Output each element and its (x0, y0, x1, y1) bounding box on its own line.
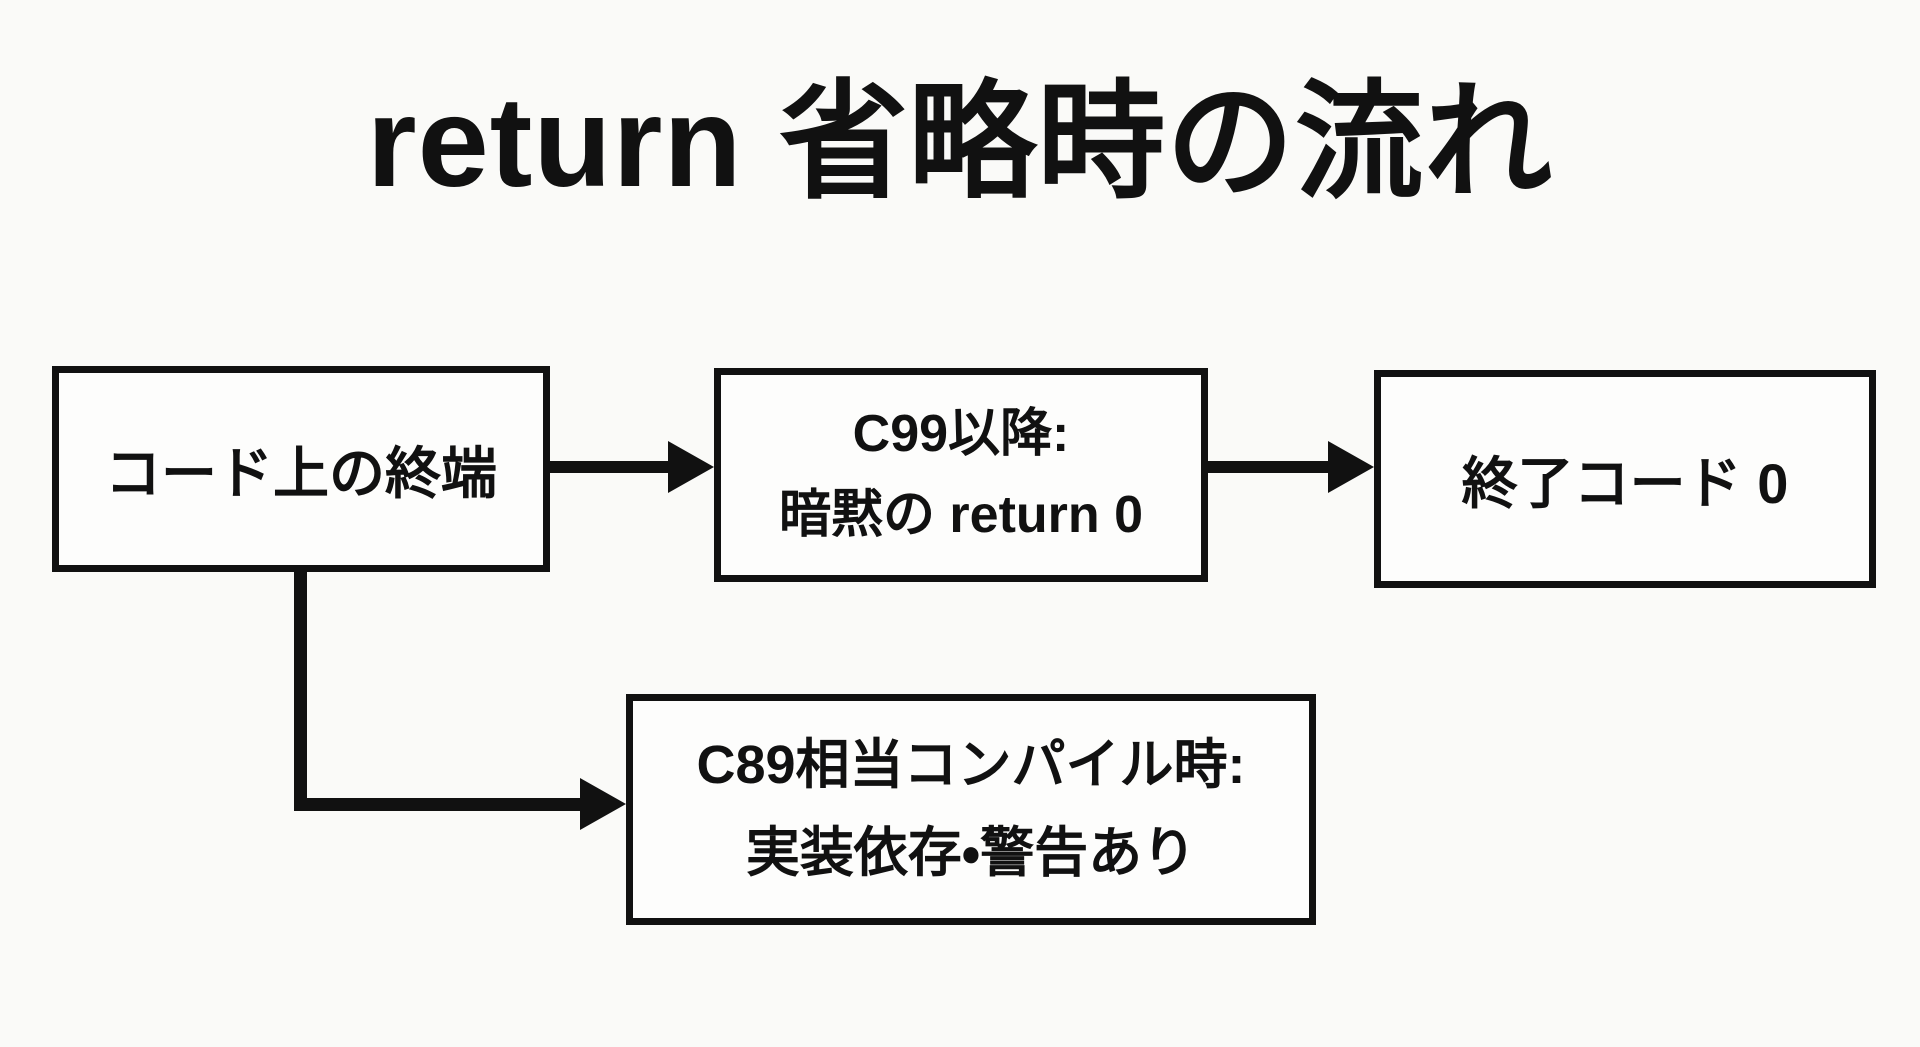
flow-node-label-line1: C89相当コンパイル時: (696, 735, 1246, 796)
flow-node-label: 終了コード 0 (1461, 451, 1789, 515)
flow-node-label-line2: 実装依存・警告あり (745, 822, 1197, 883)
arrow-head-icon (668, 441, 714, 493)
edge-terminal-to-c89-vertical-line (294, 570, 307, 810)
page-title: return 省略時の流れ (366, 71, 1554, 214)
flow-node-label-line1: C99以降: (852, 405, 1070, 464)
flow-node-code-terminal: コード上の終端 (52, 366, 550, 572)
flow-node-exit-code-0: 終了コード 0 (1374, 370, 1876, 588)
flow-node-label-line2: 暗黙の return 0 (778, 486, 1144, 544)
edge-terminal-to-c99-line (549, 461, 671, 473)
arrow-head-icon (1328, 441, 1374, 493)
arrow-head-icon (580, 778, 626, 830)
flow-node-label: コード上の終端 (105, 441, 497, 505)
edge-c99-to-exit0-line (1206, 461, 1330, 473)
flow-node-c89-behavior: C89相当コンパイル時: 実装依存・警告あり (626, 694, 1316, 925)
flow-node-c99-implicit-return: C99以降: 暗黙の return 0 (714, 368, 1208, 582)
edge-terminal-to-c89-horizontal-line (294, 798, 584, 811)
